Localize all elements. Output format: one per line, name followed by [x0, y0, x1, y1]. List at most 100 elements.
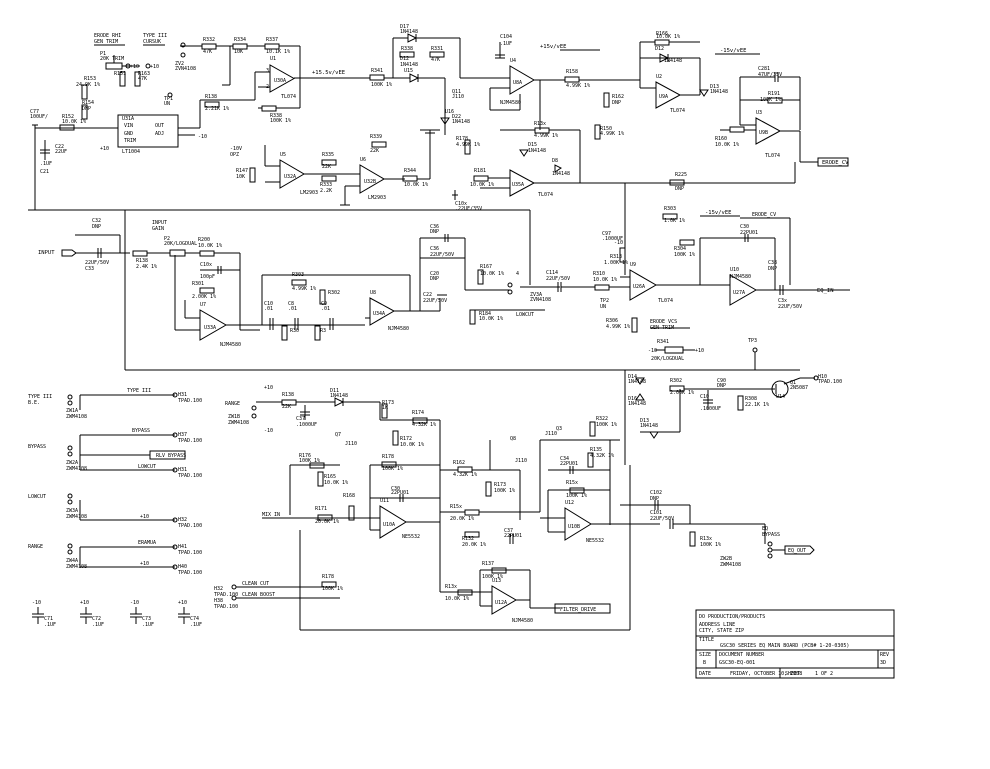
svg-text:DNP: DNP [717, 383, 726, 389]
component-ref-u14: U14 [776, 394, 785, 400]
svg-text:U33A: U33A [204, 325, 216, 331]
svg-text:C21: C21 [40, 169, 49, 175]
svg-text:22PU01: 22PU01 [504, 533, 522, 539]
svg-text:DNP: DNP [430, 229, 439, 235]
svg-text:10.0K 1%: 10.0K 1% [470, 182, 494, 188]
svg-text:4.99K 1%: 4.99K 1% [566, 83, 590, 89]
svg-text:R304: R304 [674, 246, 686, 252]
svg-text:.01: .01 [288, 306, 297, 312]
svg-text:R200: R200 [198, 237, 210, 243]
svg-text:U34A: U34A [373, 311, 385, 317]
svg-text:H40: H40 [178, 564, 187, 570]
svg-text:100K 1%: 100K 1% [760, 97, 781, 103]
title-block-date-label: DATE [699, 671, 711, 677]
svg-text:C114: C114 [546, 270, 558, 276]
filter-section: RANGE ZW1B ZWM4108 +10 -10 R138 22K C37 … [124, 210, 815, 631]
svg-text:1.0K 1%: 1.0K 1% [664, 218, 685, 224]
title-block-sheet-label: SHEET [785, 671, 800, 677]
svg-text:R339: R339 [370, 134, 382, 140]
svg-text:22K: 22K [322, 164, 331, 170]
svg-text:1N4148: 1N4148 [664, 58, 682, 64]
svg-text:20.0K 1%: 20.0K 1% [450, 516, 474, 522]
svg-text:1N4148: 1N4148 [330, 393, 348, 399]
svg-text:TPAD.100: TPAD.100 [178, 473, 202, 479]
svg-text:C10: C10 [700, 394, 709, 400]
svg-text:R162: R162 [612, 94, 624, 100]
svg-text:+10: +10 [100, 146, 109, 152]
title-block-title-label: TITLE [699, 637, 714, 643]
svg-text:Q3: Q3 [556, 426, 562, 432]
svg-text:ZWM4108: ZWM4108 [228, 420, 249, 426]
svg-text:4.99K 1%: 4.99K 1% [292, 286, 316, 292]
svg-text:C102: C102 [650, 490, 662, 496]
svg-text:D22: D22 [452, 114, 461, 120]
svg-text:R15x: R15x [566, 480, 578, 486]
svg-text:UN: UN [164, 101, 170, 107]
svg-text:Q11: Q11 [452, 89, 461, 95]
svg-text:D13: D13 [640, 418, 649, 424]
svg-text:J110: J110 [515, 458, 527, 464]
svg-text:NJM4580: NJM4580 [730, 274, 751, 280]
svg-text:22UF/50V: 22UF/50V [546, 276, 570, 282]
svg-text:C77: C77 [30, 109, 39, 115]
svg-text:R191: R191 [768, 91, 780, 97]
svg-text:R178: R178 [456, 136, 468, 142]
svg-text:R225: R225 [675, 172, 687, 178]
svg-text:22UF: 22UF [55, 149, 67, 155]
svg-text:10.0K 1%: 10.0K 1% [324, 480, 348, 486]
signal-path: INPUT C32 DNP 22UF/50V C33 R138 2.4K 1% … [28, 206, 850, 370]
svg-text:2.00K 1%: 2.00K 1% [192, 294, 216, 300]
svg-text:NE5532: NE5532 [402, 534, 420, 540]
svg-text:R3: R3 [320, 328, 326, 334]
component-ref-u10: U10 [730, 267, 739, 273]
svg-text:R334: R334 [234, 37, 246, 43]
svg-text:20K/LOGDUAL: 20K/LOGDUAL [651, 356, 684, 362]
title-block-company: DO PRODUCTION/PRODUCTS [699, 614, 765, 620]
svg-text:+10: +10 [264, 385, 273, 391]
svg-text:-15v/vEE: -15v/vEE [705, 210, 732, 216]
svg-text:R344: R344 [404, 168, 416, 174]
svg-text:-10: -10 [614, 240, 623, 246]
svg-text:LM2903: LM2903 [300, 190, 318, 196]
svg-text:47K: 47K [138, 76, 147, 82]
svg-text:ZV2: ZV2 [175, 61, 184, 67]
svg-text:2.00K 1%: 2.00K 1% [670, 390, 694, 396]
svg-text:DNP: DNP [92, 224, 101, 230]
svg-text:TPAD.100: TPAD.100 [178, 438, 202, 444]
svg-text:100K 1%: 100K 1% [700, 542, 721, 548]
svg-text:TPAD.100: TPAD.100 [178, 550, 202, 556]
title-block-sheet: 1 OF 2 [815, 671, 833, 677]
svg-text:10K: 10K [234, 49, 243, 55]
svg-text:47UF/35V: 47UF/35V [758, 72, 782, 78]
svg-text:ERODE_CV: ERODE_CV [752, 212, 776, 218]
svg-text:100K 1%: 100K 1% [322, 586, 343, 592]
svg-text:C10x: C10x [200, 262, 212, 268]
component-ref-u1: U1 [270, 56, 276, 62]
component-ref-u16: U16 [445, 109, 454, 115]
svg-text:TPAD.100: TPAD.100 [818, 379, 842, 385]
svg-text:Q8: Q8 [510, 436, 516, 442]
svg-text:C20: C20 [430, 271, 439, 277]
svg-text:BYPASS: BYPASS [132, 428, 150, 434]
svg-text:R13x: R13x [445, 584, 457, 590]
svg-text:Q7: Q7 [335, 432, 341, 438]
svg-text:2.2K: 2.2K [320, 188, 332, 194]
svg-text:24.9K 1%: 24.9K 1% [76, 82, 100, 88]
svg-text:H38: H38 [214, 598, 223, 604]
svg-text:R153: R153 [84, 76, 96, 82]
svg-text:NJM4580: NJM4580 [512, 618, 533, 624]
svg-text:R303: R303 [292, 272, 304, 278]
svg-text:+10: +10 [695, 348, 704, 354]
svg-text:10.1K 1%: 10.1K 1% [266, 49, 290, 55]
svg-text:TPAD.100: TPAD.100 [178, 398, 202, 404]
svg-text:D16: D16 [628, 396, 637, 402]
svg-text:U9A: U9A [659, 94, 668, 100]
svg-text:H31: H31 [178, 392, 187, 398]
svg-text:U8A: U8A [513, 80, 522, 86]
svg-text:100K 1%: 100K 1% [596, 422, 617, 428]
title-block-title: GSC30 SERIES EQ MAIN BOARD (PCB# 1-20-03… [720, 643, 849, 649]
svg-text:20K TRIM: 20K TRIM [100, 56, 124, 62]
component-ref-u12: U12 [565, 500, 574, 506]
svg-text:+15.5v/vEE: +15.5v/vEE [312, 70, 345, 76]
